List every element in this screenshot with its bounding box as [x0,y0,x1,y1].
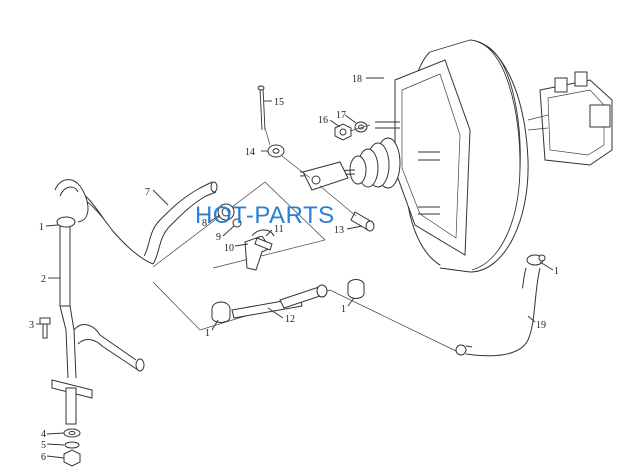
clevis-yoke [302,161,349,191]
callout-1b: 1 [205,328,210,339]
callout-7: 7 [145,187,150,198]
nut-6 [63,449,81,467]
callout-labels: 1 2 3 4 5 6 7 8 9 10 11 12 13 14 15 16 1… [29,74,559,463]
callout-1d: 1 [554,266,559,277]
callout-12: 12 [285,314,295,325]
callout-1c: 1 [341,304,346,315]
watermark-text: HOT-PARTS [195,202,335,229]
callout-19: 19 [536,320,546,331]
vacuum-hose-7 [77,181,218,265]
callout-leaders [36,77,554,459]
brake-booster [299,39,613,273]
callout-16: 16 [318,115,328,126]
callout-17: 17 [336,110,346,121]
hose-clamp-1b [211,301,231,323]
mount-bracket [51,379,93,425]
callout-4: 4 [41,429,46,440]
callout-1a: 1 [39,222,44,233]
callout-13: 13 [334,225,344,236]
callout-6: 6 [41,452,46,463]
callout-15: 15 [274,97,284,108]
vacuum-hose-19 [455,267,541,357]
washer-17 [354,121,368,133]
callout-14: 14 [245,147,255,158]
callout-3: 3 [29,320,34,331]
upper-assembly-plane [152,181,326,271]
hose-clamp-1a [56,216,76,228]
clevis-pin [350,211,375,232]
cotter-pin [257,85,266,131]
callout-10: 10 [224,243,234,254]
spring-washer-5 [64,441,80,449]
nut-16 [334,123,352,141]
hose-clamp-1c [347,279,365,299]
bolt-3 [39,317,51,339]
vacuum-hose-2 [54,179,145,379]
callout-2: 2 [41,274,46,285]
callout-5: 5 [41,440,46,451]
callout-18: 18 [352,74,362,85]
callout-8: 8 [202,218,207,229]
callout-9: 9 [216,232,221,243]
washer-4 [63,428,81,438]
lower-assembly-plane [152,281,459,353]
assembly-leaders [264,124,371,217]
callout-11: 11 [274,224,284,235]
hose-clamp-1d [526,254,546,266]
washer-14 [267,144,285,158]
